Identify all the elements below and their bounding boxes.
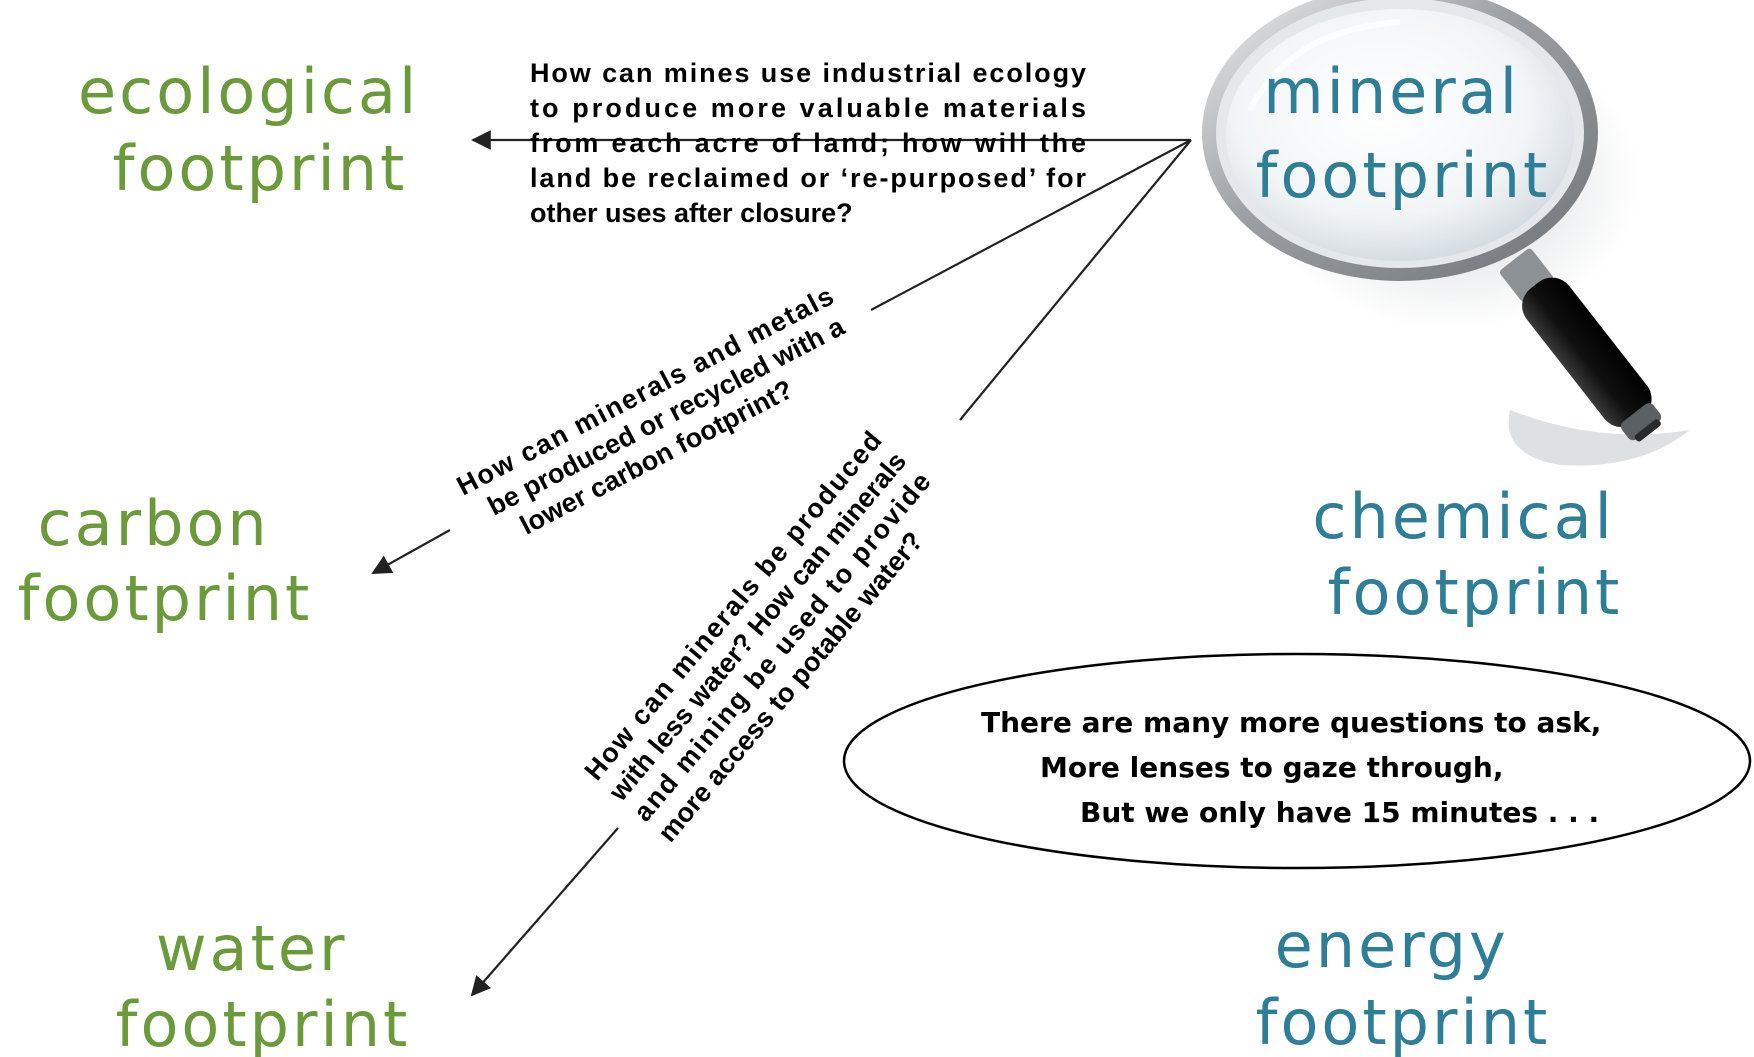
question-line: from each acre of land; how will the xyxy=(530,128,1086,158)
mineral-word: mineral xyxy=(1263,55,1520,128)
footprint-word: footprint xyxy=(113,132,408,205)
question-line: other uses after closure? xyxy=(530,198,853,228)
ecological-footprint-label: ecological footprint xyxy=(78,55,442,205)
carbon-footprint-label: carbon footprint xyxy=(18,487,313,635)
footprint-word: footprint xyxy=(18,562,313,635)
footprint-word: footprint xyxy=(1328,556,1623,629)
chemical-footprint-label: chemical footprint xyxy=(1312,480,1637,629)
footprint-word: footprint xyxy=(1256,986,1551,1057)
mineral-footprint-label: mineral footprint xyxy=(1256,55,1551,212)
ecological-question: How can mines use industrial ecology to … xyxy=(530,58,1097,228)
question-line: How can mines use industrial ecology xyxy=(530,58,1086,88)
closing-bubble: There are many more questions to ask, Mo… xyxy=(842,652,1752,870)
bubble-line: But we only have 15 minutes . . . xyxy=(1080,796,1599,829)
chemical-word: chemical xyxy=(1312,480,1614,553)
energy-word: energy xyxy=(1275,909,1509,982)
water-word: water xyxy=(156,912,348,985)
carbon-word: carbon xyxy=(38,487,270,560)
question-line: to produce more valuable materials xyxy=(530,93,1086,123)
footprint-word: footprint xyxy=(116,988,411,1057)
line-carbon-upper xyxy=(870,139,1192,311)
bubble-line: There are many more questions to ask, xyxy=(981,706,1601,739)
arrow-water xyxy=(470,827,619,997)
line-water-upper xyxy=(959,139,1192,421)
bubble-line: More lenses to gaze through, xyxy=(1040,751,1504,784)
arrow-carbon xyxy=(371,529,451,574)
footprint-word: footprint xyxy=(1256,139,1551,212)
connector-lines xyxy=(371,130,1192,997)
water-footprint-label: water footprint xyxy=(116,912,411,1057)
question-line: land be reclaimed or ‘re-purposed’ for xyxy=(530,163,1086,193)
energy-footprint-label: energy footprint xyxy=(1256,909,1551,1057)
ecological-word: ecological xyxy=(78,55,419,128)
magnifying-glass-icon xyxy=(1202,0,1690,466)
question-line: be produced or recycled with a xyxy=(483,311,850,522)
svg-text:There are many more questions: There are many more questions to ask, Mo… xyxy=(981,706,1611,829)
